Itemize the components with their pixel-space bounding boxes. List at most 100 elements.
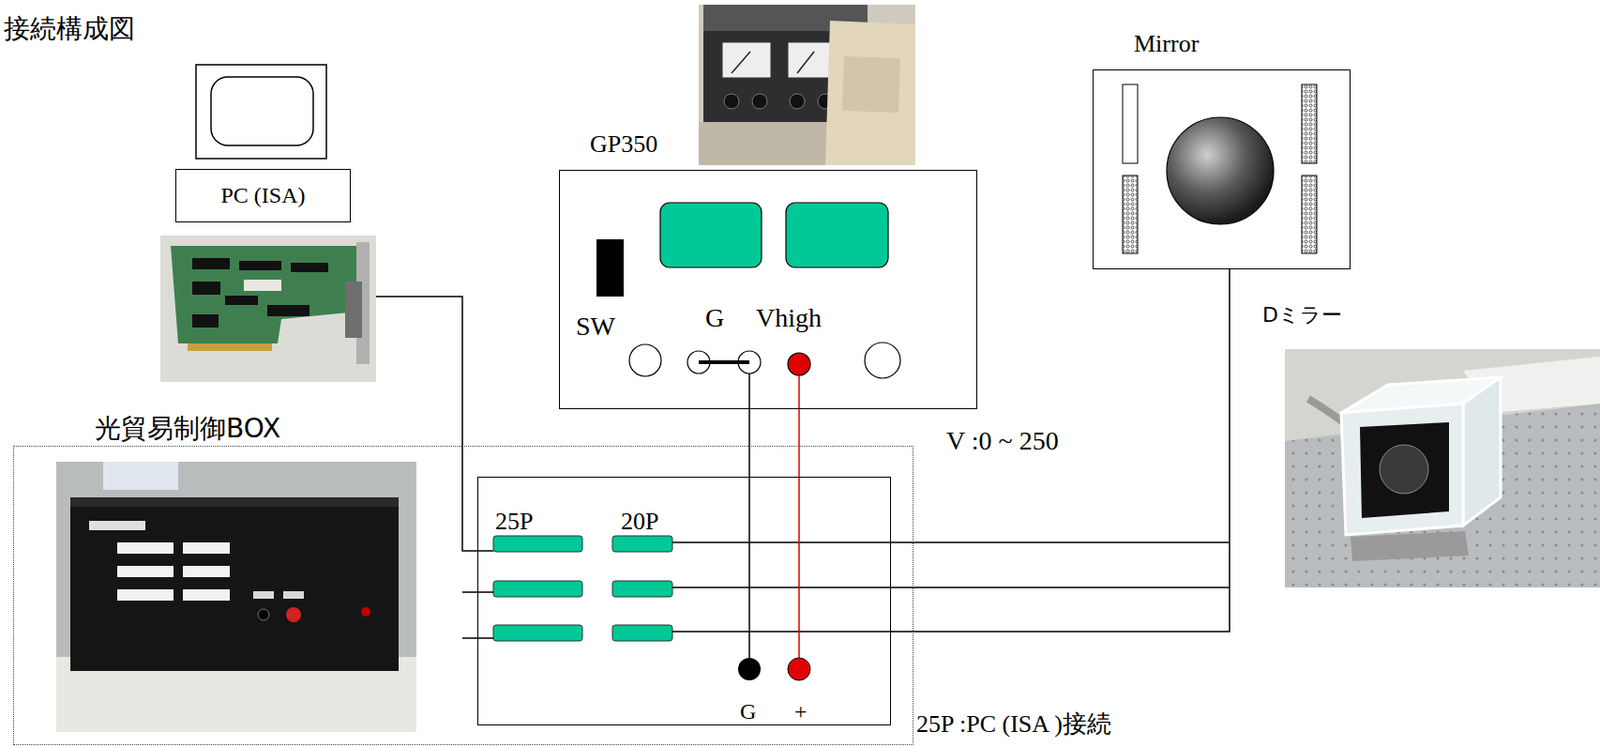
deformable-mirror-icon [1166, 117, 1274, 225]
control-box-connectors [493, 535, 673, 641]
deformable-mirror-icon [1122, 84, 1138, 164]
control-box-photo [117, 565, 174, 577]
control-box-photo [56, 461, 417, 732]
power-supply-panel [698, 360, 750, 364]
mirror-photo [1379, 444, 1429, 494]
terminal-label: G [705, 303, 725, 333]
power-supply-photo [698, 4, 916, 166]
isa-card-photo [160, 235, 377, 382]
connector-wire [376, 296, 478, 551]
wire [672, 542, 1230, 632]
deformable-mirror-icon [1122, 84, 1317, 254]
control-box-photo [56, 461, 417, 732]
voltage-range: V :0 ~ 250 [946, 426, 1059, 456]
control-box-photo [70, 506, 399, 671]
power-supply-panel [785, 202, 889, 268]
connector-label: 25P [495, 508, 533, 536]
power-supply-photo [752, 93, 768, 109]
note: 25P :PC (ISA )接続 [916, 710, 1112, 739]
control-box-photo [117, 588, 174, 601]
deformable-mirror-icon [1301, 84, 1317, 164]
power-supply-photo [789, 93, 805, 109]
mirror-photo [1359, 422, 1450, 518]
mirror-photo [1341, 403, 1464, 535]
control-box-connectors [493, 624, 583, 641]
mirror-photo [1284, 403, 1600, 588]
terminal-label: G [739, 698, 756, 724]
terminal-label: + [794, 698, 808, 724]
isa-card-photo [345, 281, 363, 338]
part-name: Dミラー [1262, 303, 1343, 327]
power-supply-photo [698, 4, 916, 166]
diagram-title: 接続構成図 [3, 15, 136, 45]
power-supply-photo [797, 51, 815, 74]
power-supply-panel [596, 202, 901, 378]
connector-wire [890, 269, 1230, 632]
mirror-photo [1284, 403, 1600, 588]
terminal-label: Vhigh [755, 303, 822, 333]
control-box-connectors [612, 580, 673, 597]
control-box-connectors [493, 580, 583, 597]
control-box-photo [253, 590, 274, 599]
control-box-panel: 25P 20P G + [477, 476, 891, 725]
mirror-photo [1284, 348, 1600, 588]
power-supply-photo [825, 20, 916, 166]
deformable-mirror-icon [1301, 175, 1317, 254]
power-supply-box: GP350SWGVhigh [558, 169, 978, 409]
control-box-photo [182, 588, 230, 601]
control-box-region: 光貿易制御BOX25P20PG+ [13, 445, 914, 745]
control-box-photo [182, 565, 230, 577]
monitor-icon [196, 64, 327, 159]
terminal-dot [787, 657, 811, 680]
isa-card-photo [192, 314, 219, 328]
power-supply-panel [596, 239, 624, 297]
isa-card-photo [243, 279, 282, 291]
control-box-connectors [612, 535, 673, 552]
device-name: GP350 [589, 131, 658, 159]
wire [462, 373, 1230, 658]
power-supply-panel [660, 202, 762, 268]
pc-unit: PC (ISA) [175, 168, 377, 382]
power-supply-photo [731, 51, 751, 74]
isa-card-photo [192, 281, 221, 295]
terminal-dot [738, 657, 811, 680]
deformable-mirror-icon [1122, 175, 1138, 254]
wire [748, 373, 751, 658]
wire [798, 375, 800, 658]
control-box-photo [361, 606, 371, 617]
control-box-photo [286, 606, 302, 622]
control-box-photo [89, 520, 146, 530]
connector-wire [748, 408, 751, 477]
device-name: Mirror [1133, 30, 1199, 59]
power-supply-panel [787, 352, 811, 376]
control-box-photo [283, 590, 304, 599]
power-supply-photo [842, 56, 901, 113]
isa-card-photo [170, 245, 359, 344]
isa-card-photo [239, 260, 282, 271]
power-supply-panel [629, 344, 662, 377]
switch-label: SW [575, 312, 616, 342]
control-box-photo [182, 542, 230, 554]
monitor-icon [196, 64, 327, 159]
isa-card-photo [290, 262, 329, 272]
region-heading: 光貿易制御BOX [90, 414, 285, 444]
isa-card-photo [192, 257, 230, 270]
connector-label: 20P [620, 508, 659, 536]
control-box-photo [257, 608, 270, 620]
mirror-photo [1463, 377, 1501, 526]
isa-card-photo [187, 343, 272, 351]
isa-card-photo [160, 235, 377, 382]
mirror-photo [1284, 348, 1600, 588]
terminal-dot [738, 657, 761, 680]
mirror-photo [1350, 530, 1469, 561]
power-supply-panel [864, 342, 901, 378]
control-box-connectors [612, 624, 673, 641]
monitor-icon [211, 76, 314, 146]
isa-card-photo [267, 304, 310, 317]
power-supply-photo [722, 42, 771, 78]
isa-card-photo [225, 295, 258, 305]
